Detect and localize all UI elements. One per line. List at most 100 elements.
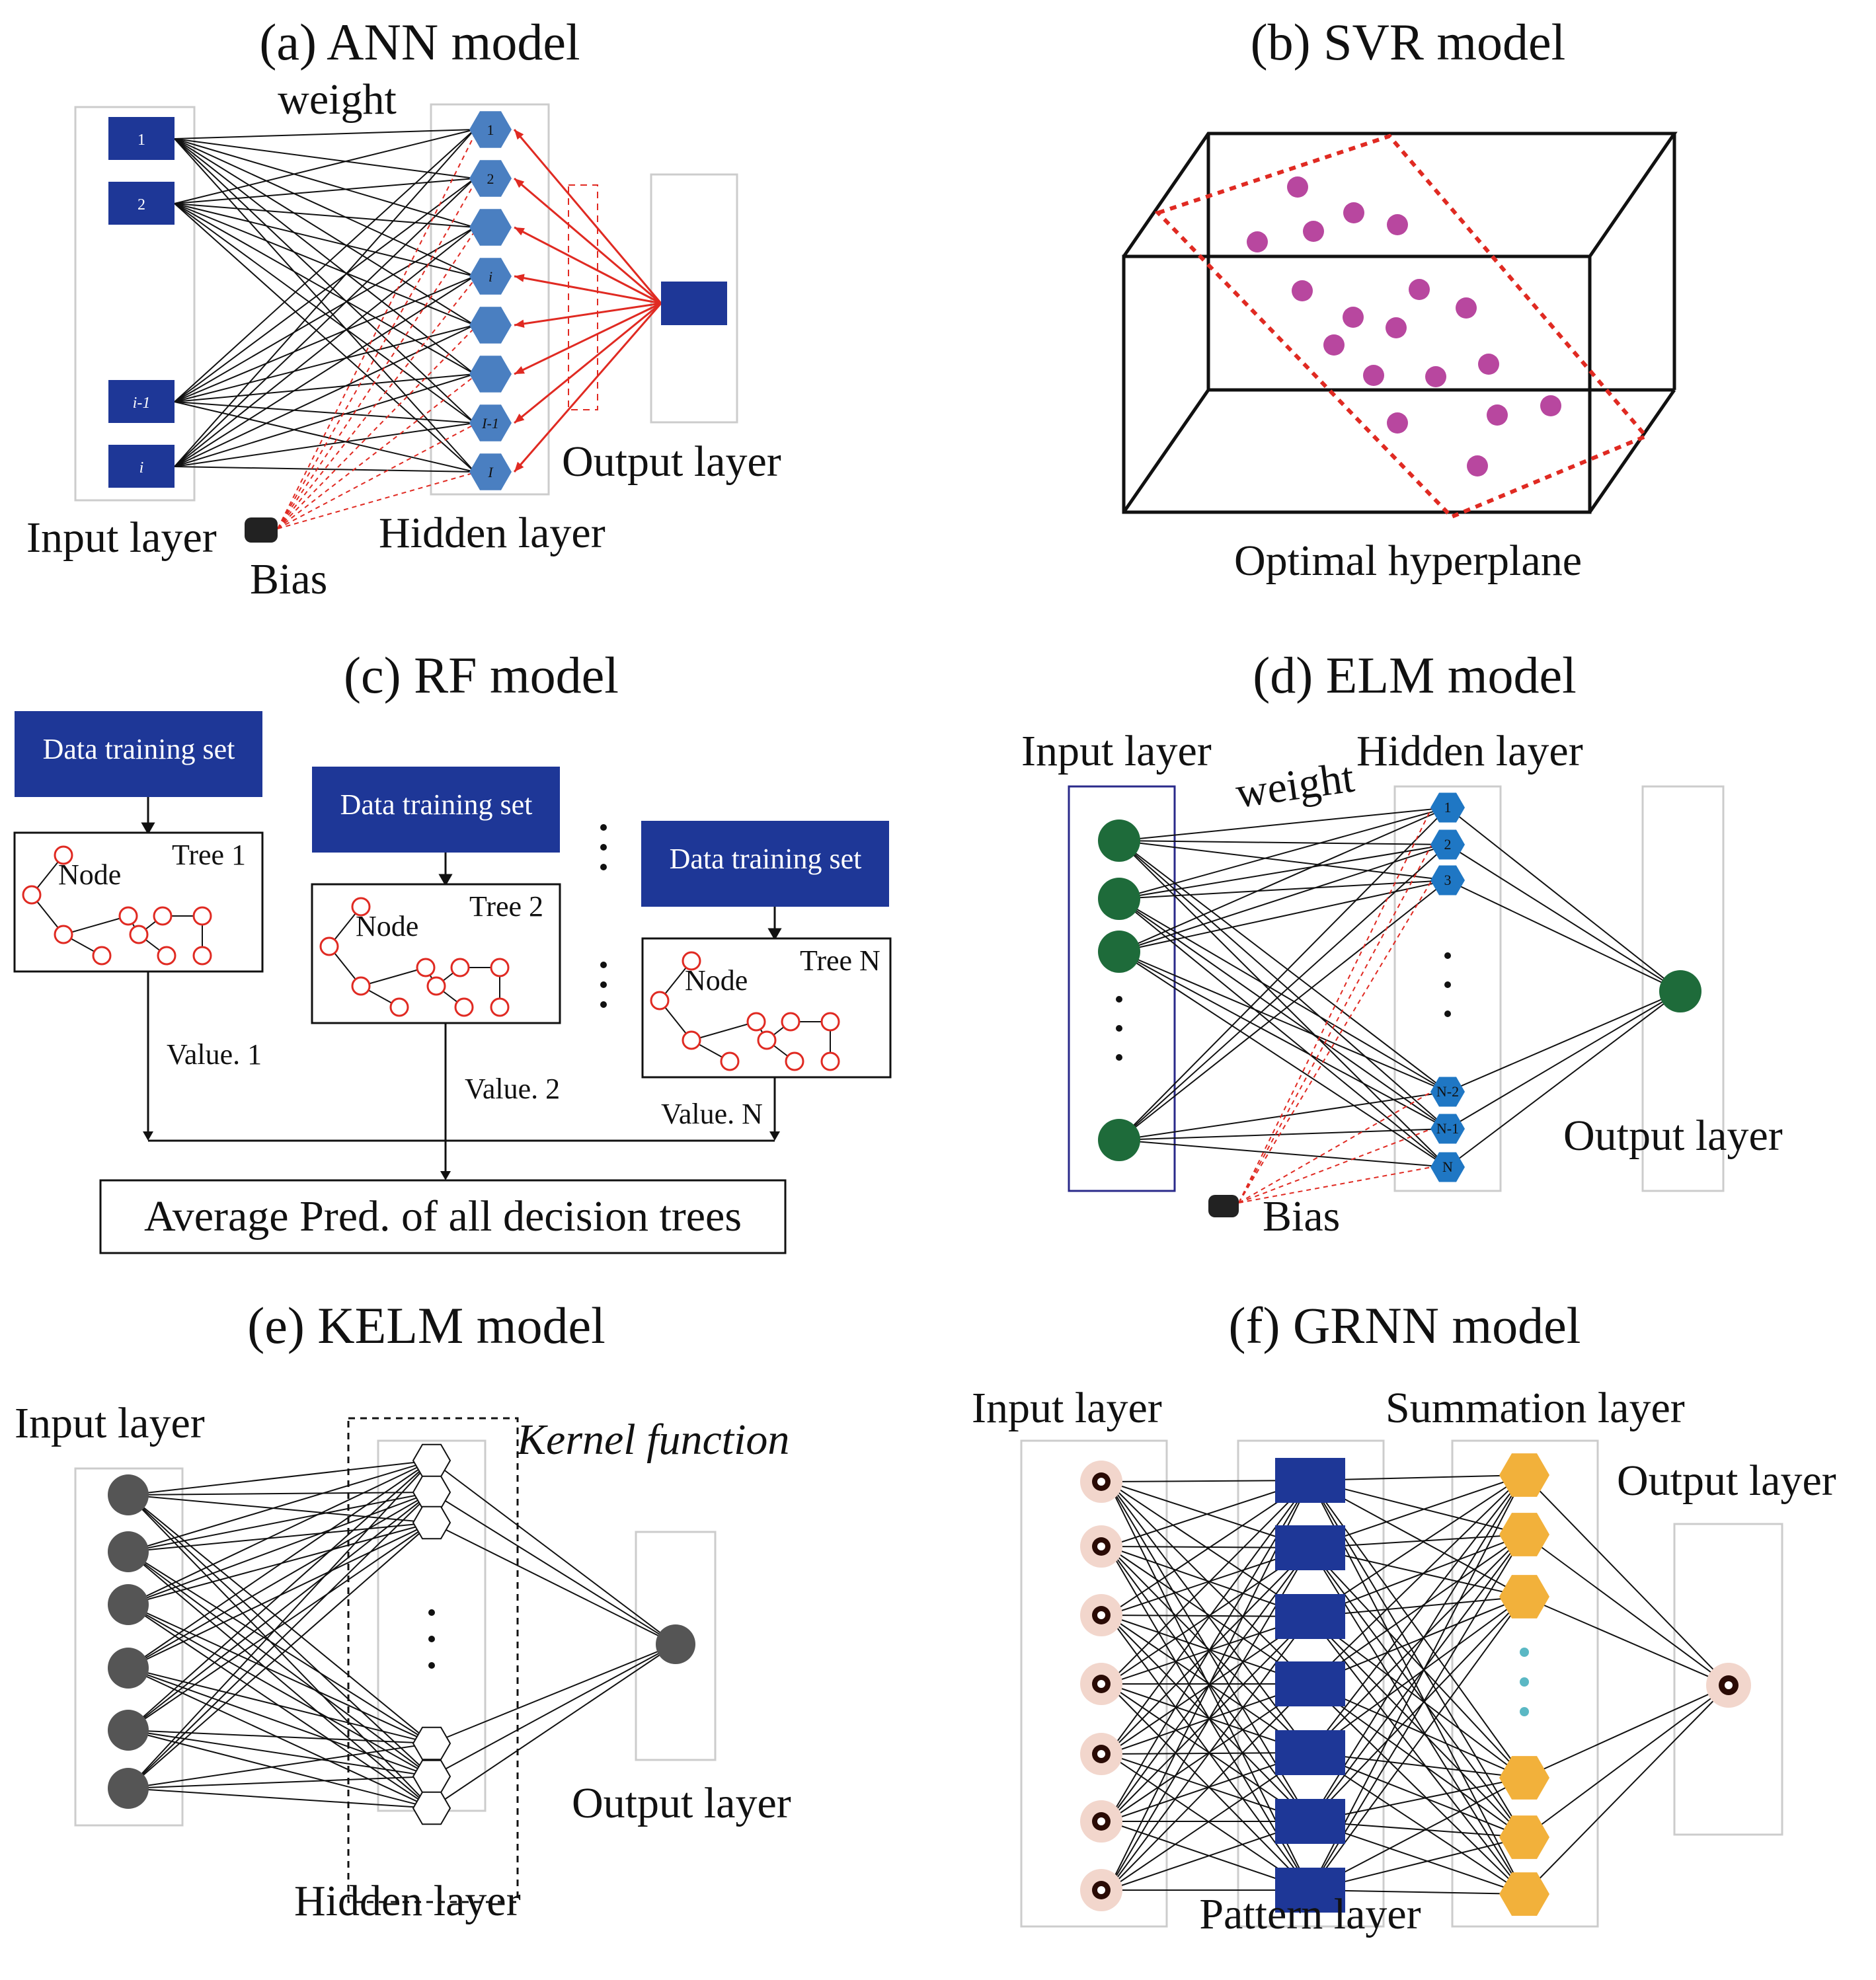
ann-weight-line (174, 138, 475, 179)
ann-bias-line (277, 276, 478, 529)
rf-tree-node (389, 997, 409, 1017)
grnn-summation-node (1499, 1872, 1549, 1916)
ann-bias-line (277, 129, 478, 529)
grnn-pattern-line (1107, 1547, 1311, 1685)
rf-tree-node (720, 1051, 740, 1071)
ann-weight-line (174, 138, 475, 326)
ann-weight-line (174, 129, 475, 139)
svr-hyperplane-label: Optimal hyperplane (1234, 537, 1582, 585)
ann-bias-line (277, 178, 478, 529)
kelm-output-layer-label: Output layer (572, 1779, 791, 1827)
svr-data-point (1409, 279, 1430, 300)
kelm-weight-line (128, 1494, 432, 1523)
ann-weight-line (174, 178, 475, 204)
grnn-input-node-center (1097, 1750, 1105, 1758)
kelm-input-layer-frame (74, 1467, 184, 1827)
ann-hidden-node (469, 160, 512, 197)
kelm-weight-line (128, 1492, 432, 1789)
ann-arrowhead (514, 178, 525, 188)
ann-backprop-arrow (514, 226, 662, 305)
elm-ellipsis-dots (1116, 952, 1451, 1061)
ann-weight-line (174, 203, 475, 228)
ann-backprop-arrow (514, 177, 662, 305)
ann-input-node-label: i-1 (133, 395, 151, 412)
svr-data-point (1287, 176, 1308, 198)
grnn-pattern-node (1275, 1661, 1345, 1706)
grnn-output-layer-frame (1673, 1523, 1783, 1836)
svr-data-point (1387, 412, 1408, 434)
ann-input-node (108, 380, 175, 423)
ann-input-node-label: i (139, 459, 144, 476)
kelm-weight-line (128, 1730, 432, 1777)
rf-tree-edge (63, 915, 129, 935)
ann-weight-line (174, 203, 475, 375)
ann-weight-line (174, 203, 475, 424)
rf-tree-node (454, 997, 474, 1017)
kelm-output-line (431, 1644, 676, 1744)
elm-output-layer-label: Output layer (1563, 1112, 1783, 1160)
grnn-input-node-center (1097, 1478, 1105, 1486)
grnn-input-node-center (1097, 1680, 1105, 1688)
elm-connections (1118, 807, 1681, 1168)
elm-bias-lines (1238, 807, 1432, 1203)
rf-aggregation-lines (143, 971, 780, 1180)
svr-data-point (1247, 231, 1268, 252)
elm-weight-line (1118, 951, 1448, 1092)
kelm-input-node (108, 1648, 149, 1689)
rf-tree-node (490, 997, 510, 1017)
elm-hidden-node (1430, 829, 1465, 860)
grnn-pattern-line (1107, 1752, 1311, 1891)
rf-data-box-2 (312, 767, 560, 853)
ann-weight-line (174, 373, 475, 467)
elm-hidden-layer-label: Hidden layer (1356, 727, 1583, 775)
grnn-output-line (1524, 1474, 1729, 1686)
grnn-output-layer-label: Output layer (1617, 1457, 1836, 1505)
rf-tree-node (416, 958, 436, 977)
ann-hidden-node (469, 111, 512, 148)
ann-weight-line (174, 138, 475, 424)
elm-weight-line (1118, 898, 1448, 1129)
kelm-hidden-node (412, 1726, 451, 1761)
ann-weight-line (174, 401, 475, 424)
kelm-ellipsis-dots (428, 1609, 435, 1669)
svr-data-point (1487, 404, 1508, 426)
kelm-output-line (431, 1492, 676, 1645)
grnn-summation-line (1309, 1480, 1525, 1838)
kelm-input-node (108, 1474, 149, 1515)
rf-tree-node (129, 925, 149, 944)
elm-output-layer-frame (1641, 785, 1725, 1192)
elm-weight-line (1118, 898, 1448, 1092)
ann-hidden-node (469, 307, 512, 344)
elm-weight-line (1118, 880, 1448, 899)
svr-data-point (1456, 297, 1477, 319)
rf-arrows (141, 797, 782, 941)
elm-weight-line (1118, 1139, 1448, 1168)
ann-input-nodes: 1 2 i-1 i (108, 117, 175, 488)
elm-output-line (1447, 991, 1681, 1129)
kelm-weight-line (128, 1730, 432, 1809)
ann-weight-line (174, 466, 475, 473)
grnn-ellipsis-dots (1520, 1648, 1529, 1716)
grnn-summation-line (1309, 1474, 1525, 1685)
kelm-weight-line (128, 1492, 432, 1669)
elm-weight-line (1118, 880, 1448, 1141)
rf-ellipsis-dots (600, 824, 607, 1008)
elm-weight-line (1118, 807, 1448, 899)
grnn-pattern-node (1275, 1730, 1345, 1775)
grnn-pattern-node (1275, 1525, 1345, 1570)
ann-bias-label: Bias (250, 555, 327, 603)
kelm-weight-line (128, 1492, 432, 1605)
elm-weight-line (1118, 840, 1448, 845)
rf-tree-node (157, 946, 176, 966)
rf-data-box-label: Data training set (43, 733, 235, 765)
ann-bias-line (277, 324, 478, 529)
grnn-summation-line (1309, 1547, 1525, 1597)
grnn-pattern-node (1275, 1594, 1345, 1639)
rf-tree-edge (691, 1021, 757, 1041)
rf-data-box-label: Data training set (670, 843, 862, 875)
elm-input-nodes (1098, 819, 1140, 1161)
kelm-weight-line (128, 1492, 432, 1552)
elm-weight-line (1118, 807, 1448, 952)
rf-tree-node (785, 1051, 804, 1071)
